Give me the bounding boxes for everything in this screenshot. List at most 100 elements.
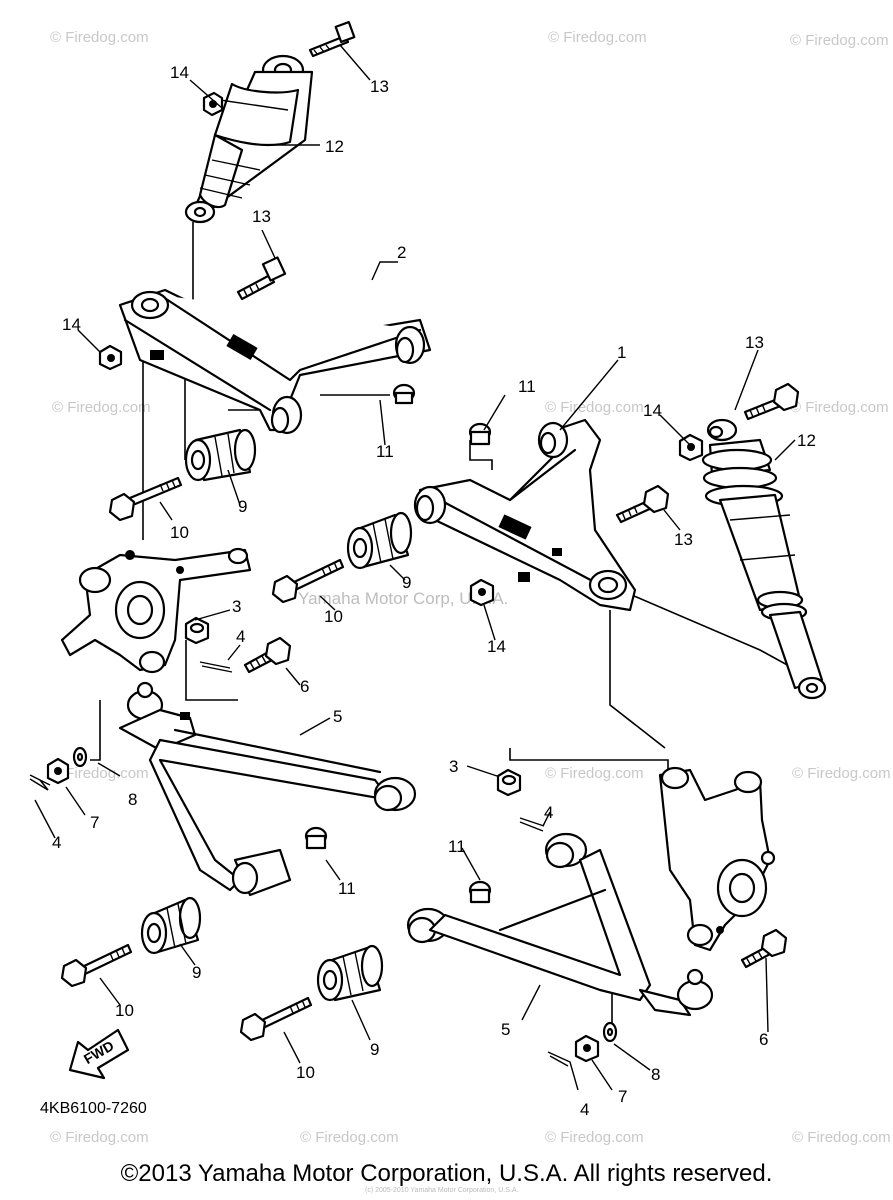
lower-left-arm bbox=[118, 681, 417, 897]
right-shock-absorber bbox=[701, 418, 827, 700]
nut-3-left bbox=[184, 616, 210, 645]
callout-3: 3 bbox=[449, 757, 458, 776]
callout-labels: 14 13 12 13 2 14 11 9 10 3 4 6 5 8 7 4 1… bbox=[52, 63, 816, 1119]
nut-14-top bbox=[202, 91, 224, 117]
bolt-13-top bbox=[308, 20, 356, 58]
bushing-9-right-upper bbox=[346, 511, 413, 570]
callout-7: 7 bbox=[90, 813, 99, 832]
callout-12: 12 bbox=[325, 137, 344, 156]
watermark-text: © Firedog.com bbox=[792, 1129, 891, 1146]
leader-lines bbox=[34, 44, 796, 1091]
callout-5: 5 bbox=[333, 707, 342, 726]
callout-13: 13 bbox=[745, 333, 764, 352]
callout-5: 5 bbox=[501, 1020, 510, 1039]
watermark-layer: © Firedog.com © Firedog.com © Firedog.co… bbox=[50, 29, 891, 1146]
watermark-text: © Firedog.com bbox=[548, 29, 647, 46]
nut-14-right-mid bbox=[469, 578, 495, 607]
callout-11: 11 bbox=[518, 377, 536, 396]
callout-9: 9 bbox=[370, 1040, 379, 1059]
cotter-pin-4-right bbox=[519, 817, 545, 832]
lower-right-arm bbox=[406, 832, 714, 1017]
callout-9: 9 bbox=[402, 573, 411, 592]
watermark-text: © Firedog.com bbox=[790, 399, 889, 416]
callout-4: 4 bbox=[580, 1100, 589, 1119]
bolt-13-right-top bbox=[743, 382, 800, 421]
nut-11-lower-left bbox=[304, 826, 328, 850]
fine-print: (c) 2005-2010 Yamaha Motor Corporation, … bbox=[365, 1187, 519, 1194]
nut-7-right bbox=[574, 1034, 600, 1063]
watermark-text: © Firedog.com bbox=[50, 29, 149, 46]
callout-9: 9 bbox=[192, 963, 201, 982]
callout-8: 8 bbox=[128, 790, 137, 809]
callout-11: 11 bbox=[448, 837, 466, 856]
fwd-arrow-icon: FWD bbox=[68, 1028, 130, 1080]
bolt-10-lower-left bbox=[60, 943, 133, 988]
bushing-9-right-lower bbox=[316, 944, 384, 1002]
bolt-13-right bbox=[615, 484, 670, 524]
callout-10: 10 bbox=[324, 607, 343, 626]
callout-11: 11 bbox=[338, 879, 356, 898]
nut-7-left bbox=[46, 757, 70, 785]
left-shock-absorber bbox=[184, 54, 314, 224]
callout-10: 10 bbox=[170, 523, 189, 542]
bushing-9-lower-left bbox=[140, 896, 202, 955]
center-watermark: Yamaha Motor Corp, U.S.A. bbox=[298, 589, 508, 608]
callout-13: 13 bbox=[252, 207, 271, 226]
washer-8-right bbox=[602, 1021, 618, 1043]
watermark-text: © Firedog.com bbox=[545, 765, 644, 782]
upper-left-arm bbox=[118, 288, 432, 435]
upper-right-arm bbox=[413, 418, 637, 612]
left-knuckle bbox=[60, 547, 252, 674]
callout-2: 2 bbox=[397, 243, 406, 262]
washer-8-left bbox=[72, 746, 88, 768]
bolt-10-right-upper bbox=[271, 558, 345, 604]
bolt-10-right-lower bbox=[239, 996, 313, 1042]
nut-14-upper-left bbox=[98, 344, 123, 371]
right-knuckle bbox=[658, 766, 776, 952]
watermark-text: © Firedog.com bbox=[50, 765, 149, 782]
nut-11-upper bbox=[392, 383, 416, 405]
callout-14: 14 bbox=[170, 63, 189, 82]
watermark-text: © Firedog.com bbox=[792, 765, 891, 782]
callout-8: 8 bbox=[651, 1065, 660, 1084]
bolt-6-left bbox=[243, 636, 292, 674]
cotter-pin-4-lower-right bbox=[547, 1051, 579, 1091]
callout-11: 11 bbox=[376, 442, 394, 461]
callout-1: 1 bbox=[617, 343, 626, 362]
callout-13: 13 bbox=[674, 530, 693, 549]
callout-13: 13 bbox=[370, 77, 389, 96]
callout-4: 4 bbox=[236, 627, 245, 646]
cotter-pin-4-left bbox=[199, 661, 233, 673]
callout-7: 7 bbox=[618, 1087, 627, 1106]
nut-3-right bbox=[496, 768, 522, 797]
callout-14: 14 bbox=[62, 315, 81, 334]
callout-12: 12 bbox=[797, 431, 816, 450]
watermark-text: © Firedog.com bbox=[545, 1129, 644, 1146]
cotter-pin-4-lower-left bbox=[29, 774, 51, 791]
callout-6: 6 bbox=[300, 677, 309, 696]
callout-6: 6 bbox=[759, 1030, 768, 1049]
bolt-10-upper bbox=[108, 476, 183, 522]
nut-11-right-upper bbox=[468, 422, 492, 446]
callout-10: 10 bbox=[115, 1001, 134, 1020]
watermark-text: © Firedog.com bbox=[790, 32, 889, 49]
callout-10: 10 bbox=[296, 1063, 315, 1082]
nut-11-right-lower bbox=[468, 880, 492, 904]
callout-3: 3 bbox=[232, 597, 241, 616]
callout-4: 4 bbox=[544, 803, 553, 822]
watermark-text: © Firedog.com bbox=[545, 399, 644, 416]
callout-9: 9 bbox=[238, 497, 247, 516]
assembly-lines bbox=[39, 222, 801, 1030]
callout-14: 14 bbox=[487, 637, 506, 656]
watermark-text: © Firedog.com bbox=[50, 1129, 149, 1146]
copyright-notice: ©2013 Yamaha Motor Corporation, U.S.A. A… bbox=[120, 1160, 773, 1187]
watermark-text: © Firedog.com bbox=[52, 399, 151, 416]
bolt-6-right bbox=[740, 928, 788, 969]
callout-14: 14 bbox=[643, 401, 662, 420]
bushing-9-upper bbox=[184, 428, 257, 482]
watermark-text: © Firedog.com bbox=[300, 1129, 399, 1146]
callout-4: 4 bbox=[52, 833, 61, 852]
diagram-code: 4KB6100-7260 bbox=[40, 1100, 147, 1117]
